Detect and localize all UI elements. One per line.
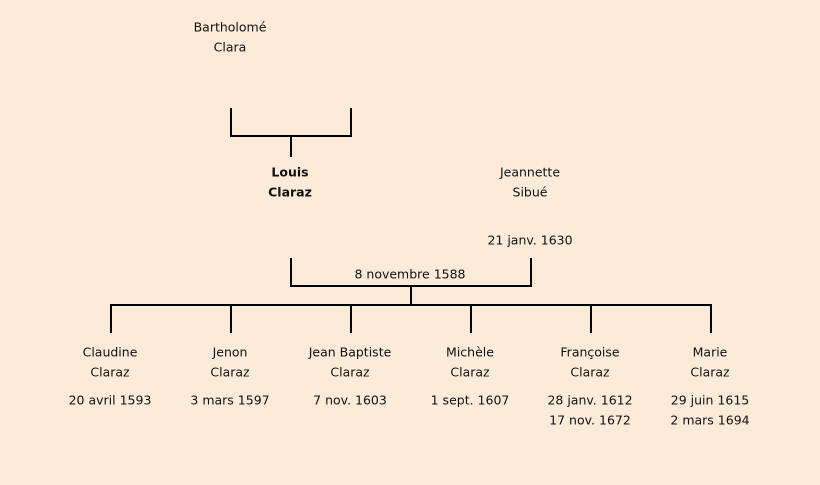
connector-line [230, 304, 232, 333]
connector-line [110, 304, 712, 306]
child-date: 1 sept. 1607 [430, 392, 510, 408]
connector-line [350, 304, 352, 333]
child-first-name[interactable]: Françoise [560, 344, 620, 360]
child-last-name[interactable]: Claraz [330, 364, 370, 380]
child-date: 7 nov. 1603 [313, 392, 387, 408]
father-last-name[interactable]: Clara [213, 39, 247, 55]
child-last-name[interactable]: Claraz [570, 364, 610, 380]
spouse-first-name[interactable]: Jeannette [499, 164, 561, 180]
child-last-name[interactable]: Claraz [690, 364, 730, 380]
connector-line [410, 285, 412, 306]
connector-line [590, 304, 592, 333]
connector-line [290, 135, 292, 157]
connector-line [350, 108, 352, 137]
connector-line [110, 304, 112, 333]
child-first-name[interactable]: Marie [692, 344, 728, 360]
subject-last-name[interactable]: Claraz [268, 184, 312, 200]
child-death-date: 17 nov. 1672 [549, 412, 631, 428]
subject-first-name[interactable]: Louis [271, 164, 309, 180]
connector-line [470, 304, 472, 333]
connector-line [230, 108, 232, 137]
child-birth-date: 29 juin 1615 [670, 392, 750, 408]
child-last-name[interactable]: Claraz [450, 364, 490, 380]
connector-line [710, 304, 712, 333]
spouse-last-name[interactable]: Sibué [512, 184, 548, 200]
child-death-date: 2 mars 1694 [670, 412, 750, 428]
child-date: 20 avril 1593 [68, 392, 152, 408]
child-last-name[interactable]: Claraz [210, 364, 250, 380]
child-first-name[interactable]: Michèle [446, 344, 494, 360]
child-first-name[interactable]: Claudine [82, 344, 138, 360]
father-first-name[interactable]: Bartholomé [193, 19, 267, 35]
spouse-date: 21 janv. 1630 [487, 232, 573, 248]
child-first-name[interactable]: Jenon [212, 344, 248, 360]
connector-line [530, 258, 532, 287]
child-birth-date: 28 janv. 1612 [547, 392, 633, 408]
connector-line [290, 258, 292, 287]
marriage-date: 8 novembre 1588 [354, 266, 466, 282]
child-date: 3 mars 1597 [190, 392, 270, 408]
child-first-name[interactable]: Jean Baptiste [308, 344, 392, 360]
child-last-name[interactable]: Claraz [90, 364, 130, 380]
